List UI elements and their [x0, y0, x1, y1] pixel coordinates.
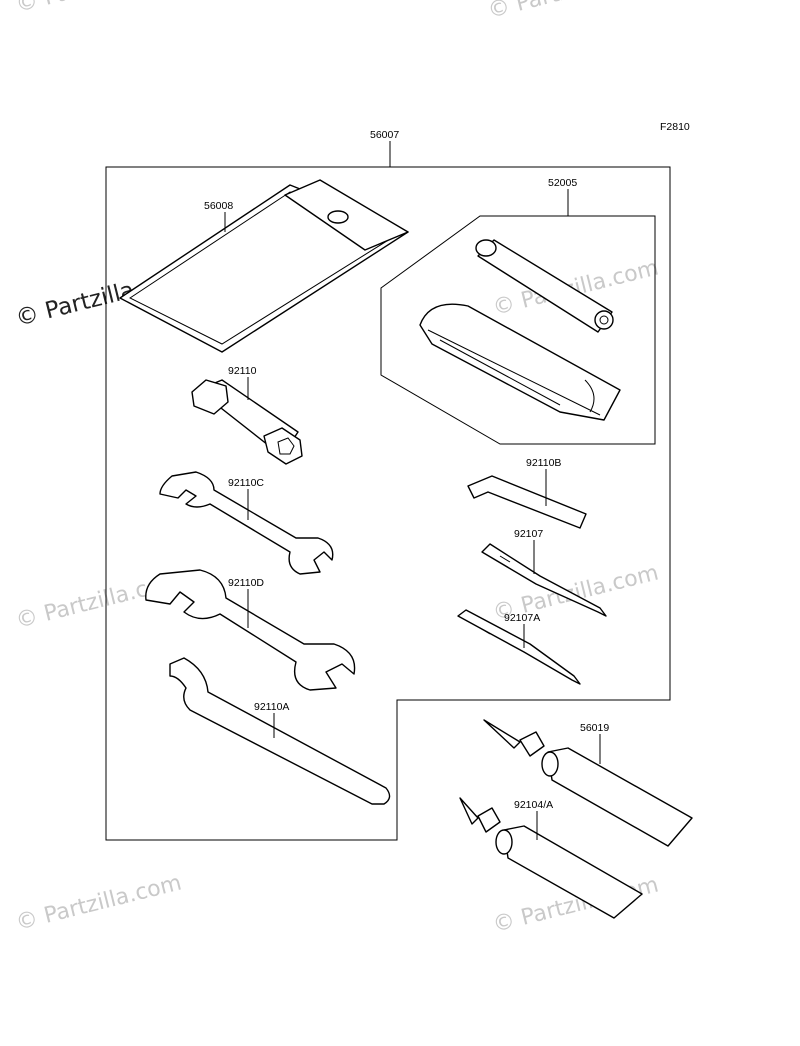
label-wrench-large: 92110D [228, 577, 264, 589]
label-kit: 56007 [370, 129, 399, 141]
label-hex-key: 92110B [526, 457, 561, 469]
label-screwdriver-a: 92107A [504, 612, 540, 624]
plug-tube-part [475, 239, 614, 333]
kit-outline [105, 166, 671, 841]
wrench-small-part [159, 471, 334, 575]
label-wrench-small: 92110C [228, 477, 264, 489]
grease-tube-lower-part [459, 797, 643, 919]
grease-tube-upper-part [483, 719, 693, 847]
watermark-layer: © Partzilla.com © Partzilla.com © Partzi… [13, 0, 661, 938]
label-bag-set: 52005 [548, 177, 577, 189]
screwdriver-part [481, 543, 607, 617]
plug-wrench-part [191, 379, 303, 465]
hook-spanner-part [169, 657, 391, 805]
label-hook-spanner: 92110A [254, 701, 289, 713]
label-pouch: 56008 [204, 200, 233, 212]
pouch-part [119, 179, 409, 353]
bag-set-outline [380, 215, 656, 445]
watermark-top-right: © Partzilla.com [485, 0, 656, 24]
label-tube-upper: 56019 [580, 722, 609, 734]
label-screwdriver: 92107 [514, 528, 543, 540]
screwdriver-a-part [457, 609, 581, 685]
figure-code: F2810 [660, 121, 690, 133]
watermark-bottom-left: © Partzilla.com [13, 870, 184, 935]
watermark-top-left: © Partzilla.com [13, 0, 184, 18]
hex-key-part [467, 475, 587, 529]
wrench-large-part [145, 569, 356, 691]
label-plug-wrench: 92110 [228, 365, 257, 377]
label-tube-lower: 92104/A [514, 799, 553, 811]
tool-bag-part [419, 303, 621, 421]
